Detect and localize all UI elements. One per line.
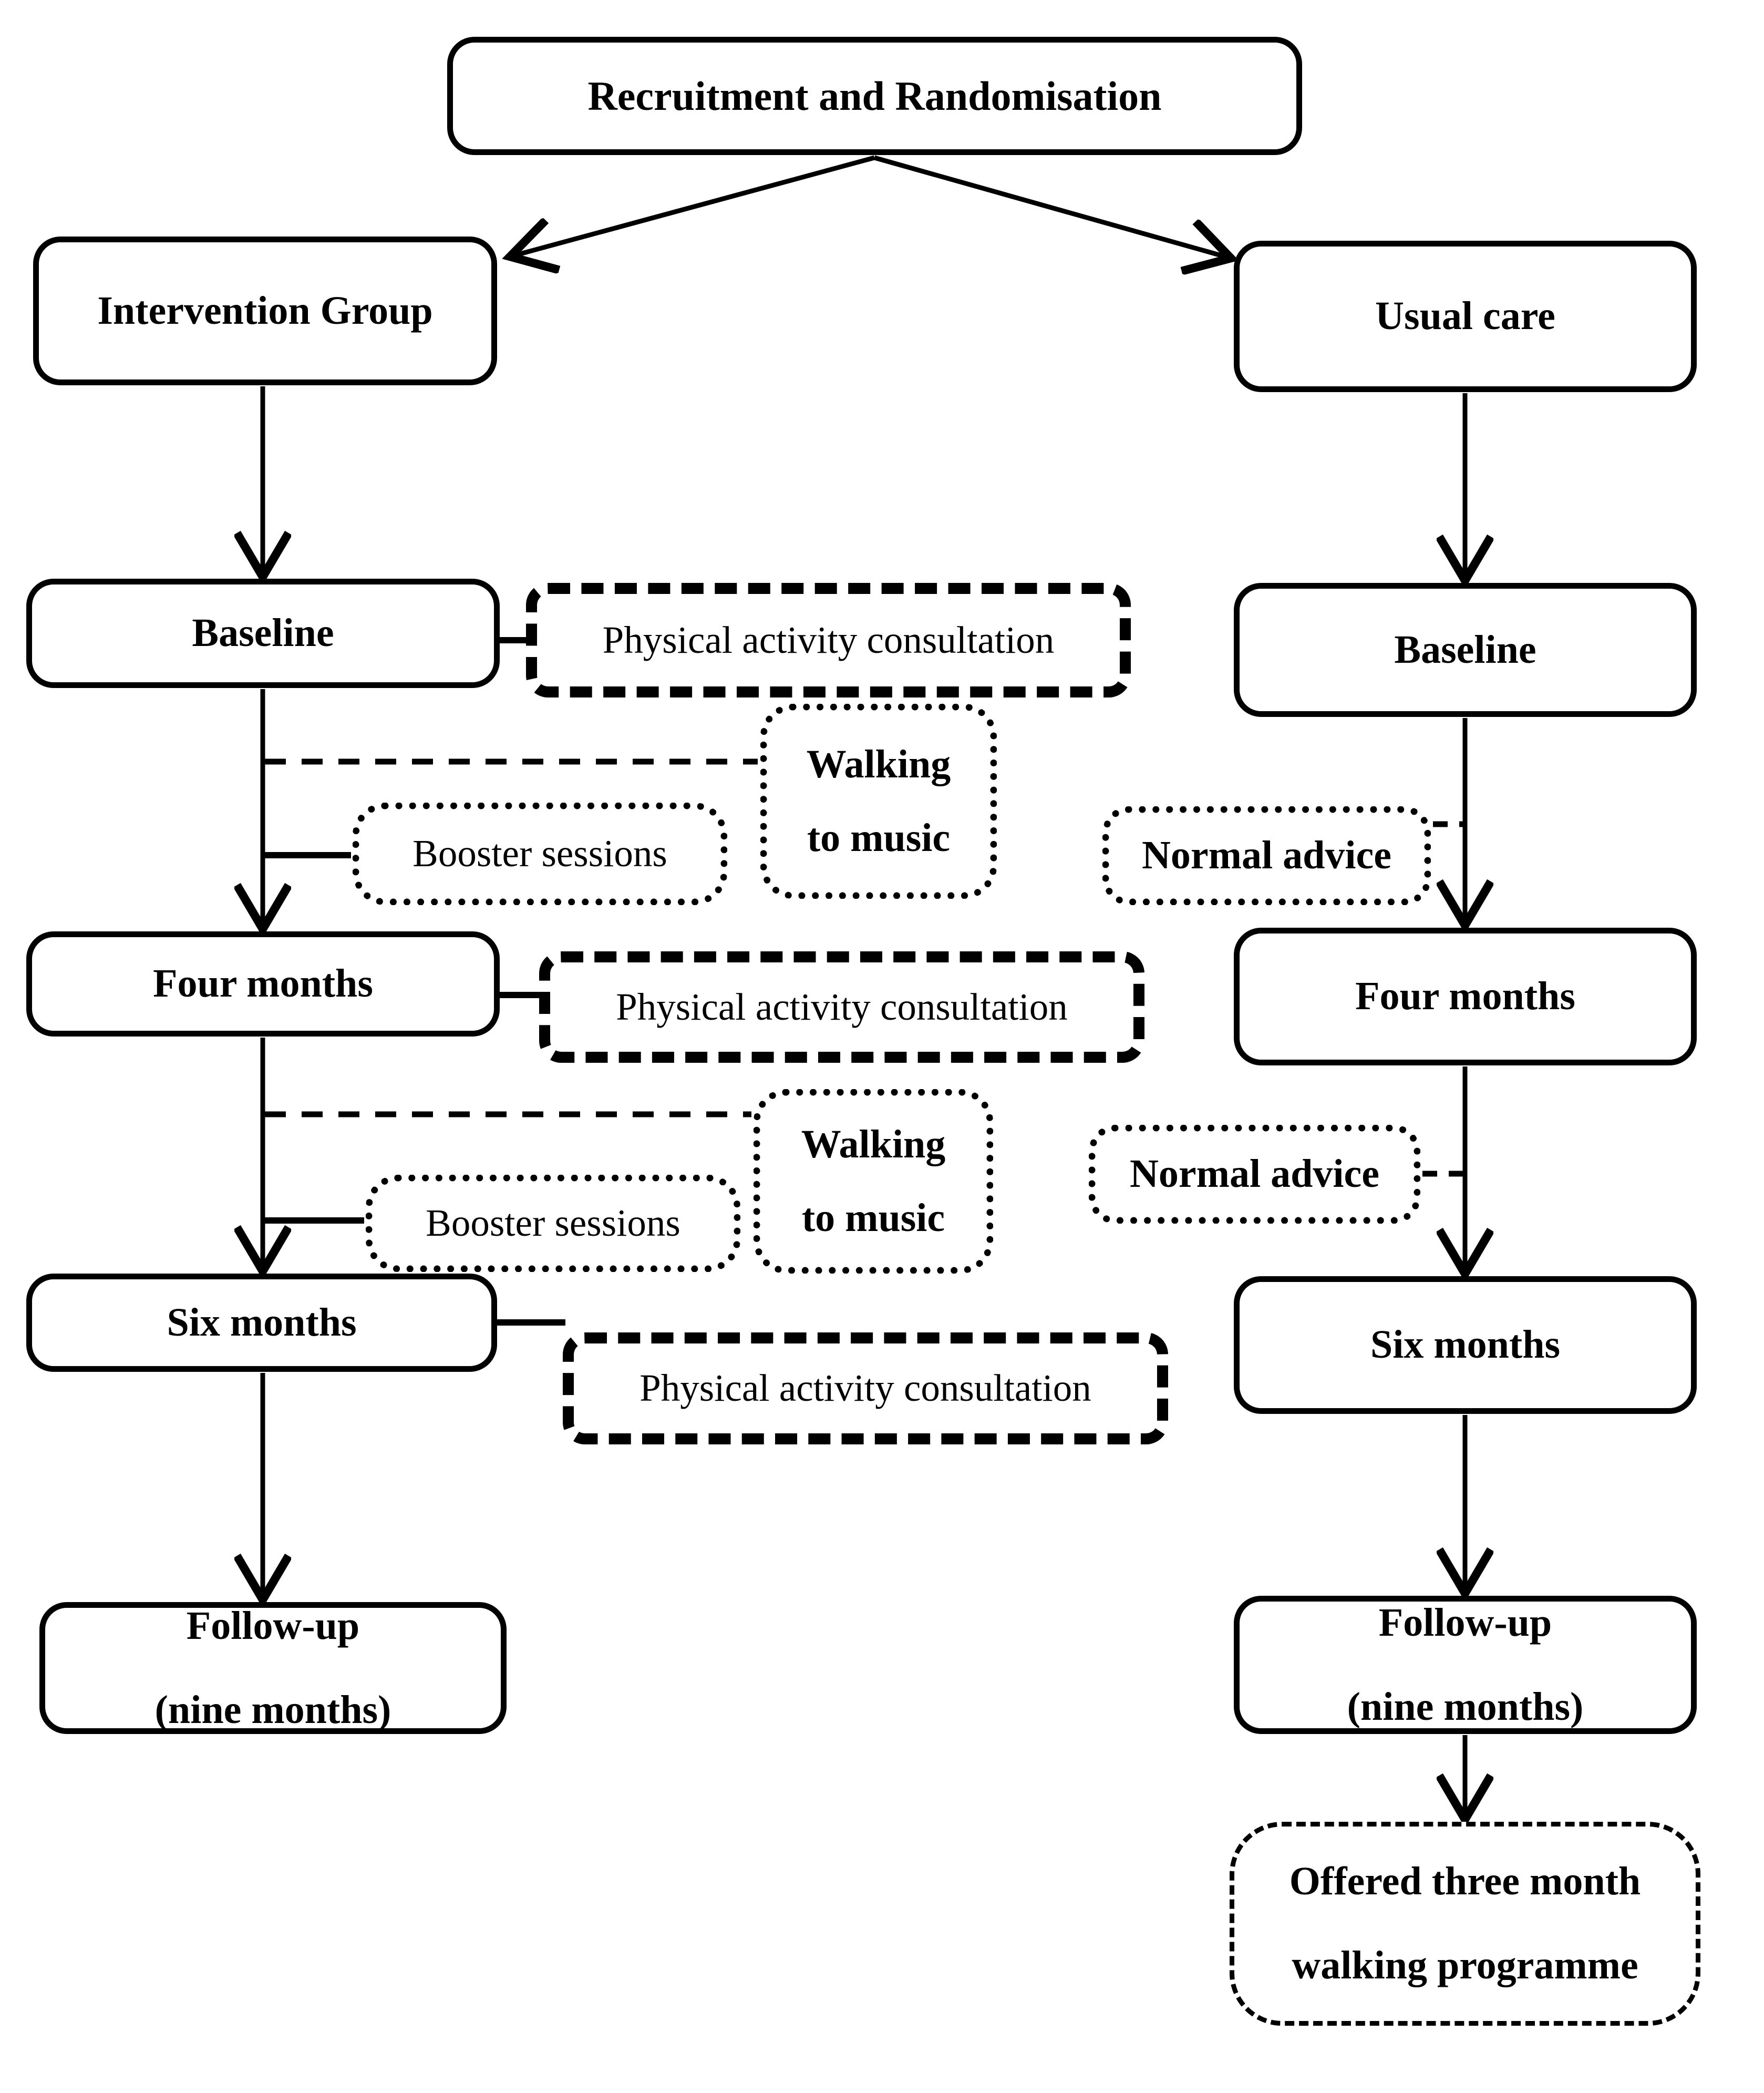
node-walking-to-music-1: Walking to music [760,704,997,899]
node-walking-to-music-1-line1: Walking [806,742,951,786]
node-walking-to-music-2-line2: to music [801,1195,945,1240]
node-booster-sessions-1-label: Booster sessions [412,832,667,875]
node-offered-walking-programme-line1: Offered three month [1289,1859,1641,1904]
node-walking-to-music-2: Walking to music [754,1089,993,1274]
node-physical-activity-consultation-1-label: Physical activity consultation [602,618,1055,661]
node-physical-activity-consultation-3: Physical activity consultation [563,1332,1168,1444]
node-recruitment-randomisation: Recruitment and Randomisation [447,37,1302,155]
node-physical-activity-consultation-1: Physical activity consultation [526,583,1131,697]
node-offered-walking-programme: Offered three month walking programme [1230,1822,1700,2026]
node-baseline-usual-care-label: Baseline [1394,627,1536,672]
node-baseline-usual-care: Baseline [1234,583,1697,717]
arrow-recruitment-to-usual-care [873,155,1229,258]
node-walking-to-music-2-line1: Walking [801,1122,946,1166]
node-four-months-usual-care-label: Four months [1355,974,1575,1019]
node-normal-advice-2-label: Normal advice [1130,1152,1379,1196]
node-normal-advice-1: Normal advice [1102,806,1431,905]
node-six-months-usual-care: Six months [1234,1276,1697,1414]
node-follow-up-intervention-line1: Follow-up [186,1603,360,1648]
node-normal-advice-2: Normal advice [1089,1125,1420,1224]
node-six-months-intervention: Six months [26,1274,497,1372]
node-booster-sessions-1: Booster sessions [353,803,727,905]
node-booster-sessions-2: Booster sessions [366,1175,740,1272]
node-six-months-intervention-label: Six months [167,1300,357,1345]
node-baseline-intervention: Baseline [26,579,500,688]
node-physical-activity-consultation-2-label: Physical activity consultation [616,985,1068,1028]
node-baseline-intervention-label: Baseline [192,611,334,655]
node-intervention-group: Intervention Group [33,237,497,385]
node-physical-activity-consultation-3-label: Physical activity consultation [639,1367,1091,1410]
node-physical-activity-consultation-2: Physical activity consultation [539,951,1144,1063]
node-six-months-usual-care-label: Six months [1370,1322,1561,1367]
node-follow-up-intervention: Follow-up (nine months) [39,1602,507,1734]
node-follow-up-usual-care-line1: Follow-up [1378,1600,1552,1645]
node-offered-walking-programme-line2: walking programme [1292,1943,1638,1987]
node-intervention-group-label: Intervention Group [97,288,433,333]
node-usual-care-label: Usual care [1375,294,1555,338]
node-four-months-intervention: Four months [26,931,500,1037]
node-normal-advice-1-label: Normal advice [1142,833,1391,878]
node-follow-up-intervention-line2: (nine months) [154,1687,391,1732]
node-four-months-usual-care: Four months [1234,928,1697,1065]
node-four-months-intervention-label: Four months [153,961,373,1006]
node-walking-to-music-1-line2: to music [807,815,951,860]
node-usual-care: Usual care [1234,241,1697,392]
arrow-recruitment-to-intervention [512,155,875,256]
node-follow-up-usual-care: Follow-up (nine months) [1234,1596,1697,1734]
node-recruitment-randomisation-label: Recruitment and Randomisation [587,73,1162,119]
node-follow-up-usual-care-line2: (nine months) [1347,1684,1584,1729]
node-booster-sessions-2-label: Booster sessions [426,1202,680,1245]
